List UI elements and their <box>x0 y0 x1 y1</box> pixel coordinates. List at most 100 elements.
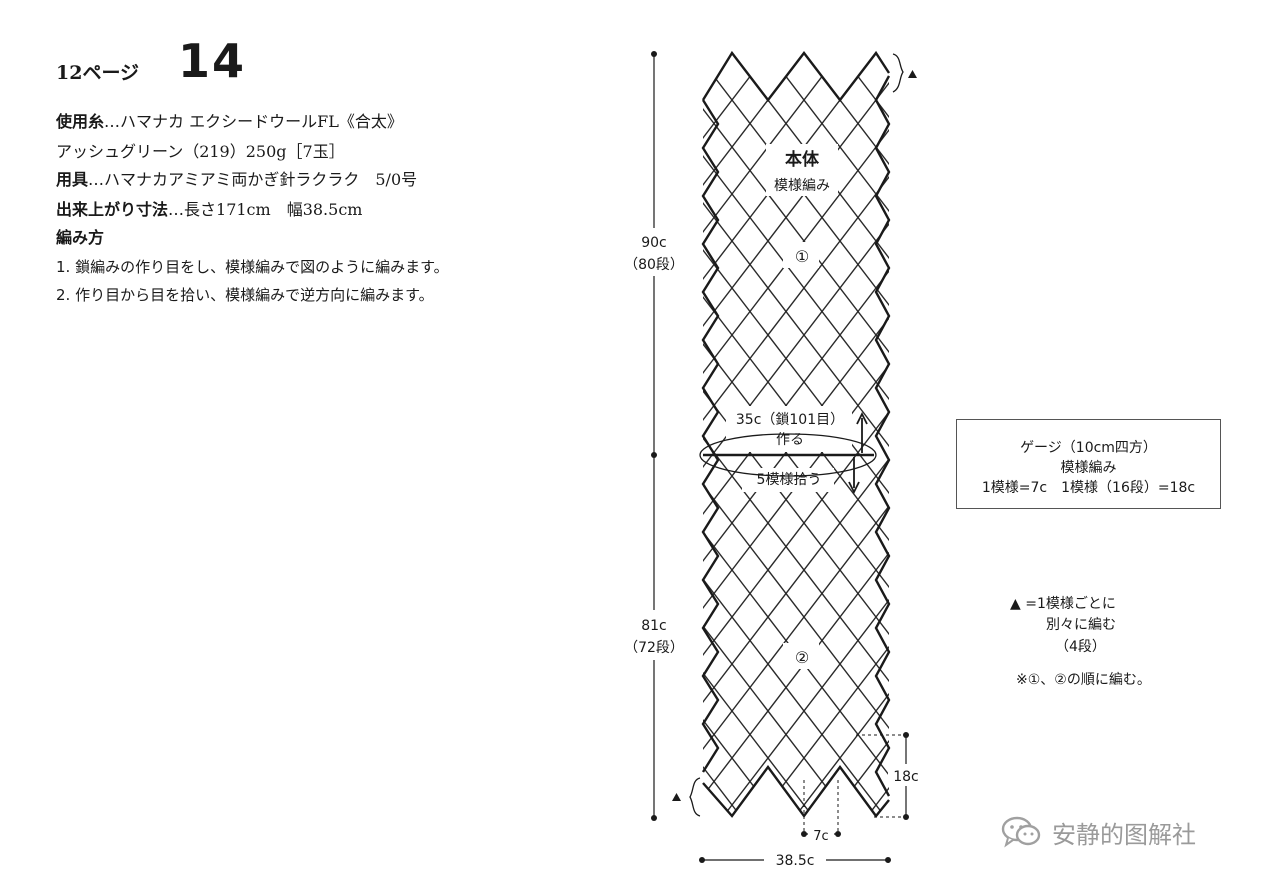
lattice-line <box>703 53 889 816</box>
dimension-dot <box>699 857 705 863</box>
watermark: 安静的图解社 <box>1000 814 1196 850</box>
dimension-dot <box>651 51 657 57</box>
triangle-note-line1: ▲ =1模様ごとに <box>1010 596 1116 612</box>
gauge-stitch: 模様編み <box>1060 460 1117 476</box>
triangle-note-line2: 別々に編む <box>1046 617 1116 633</box>
lattice-line <box>748 53 889 816</box>
lattice-line <box>0 40 58 830</box>
lattice-line <box>2 40 607 830</box>
pickup-label: 5模様拾う <box>757 472 822 488</box>
lattice-line <box>703 53 889 816</box>
foundation-chain-label: 35c（鎖101目） <box>736 412 844 428</box>
dimension-dot <box>651 815 657 821</box>
lattice-line <box>0 40 562 830</box>
lattice-line <box>0 40 454 830</box>
lower-length-label: 81c <box>641 618 667 634</box>
yarn-line: 使用糸…ハマナカ エクシードウールFL《合太》 <box>56 108 403 132</box>
up-arrow-icon <box>856 411 868 453</box>
lattice-line <box>0 40 490 830</box>
lattice-line <box>703 53 779 816</box>
lattice-line <box>703 53 860 816</box>
bottom-brace <box>689 777 701 817</box>
lattice-line <box>0 40 202 830</box>
lattice-line <box>703 53 889 816</box>
upper-rows-label: （80段） <box>624 257 684 273</box>
lattice-line <box>0 40 526 830</box>
lattice-line <box>1226 40 1280 830</box>
upper-length-label: 90c <box>641 235 667 251</box>
label-plate <box>764 850 826 870</box>
lattice-line <box>1262 40 1280 830</box>
page-reference: 12ページ <box>56 62 140 84</box>
label-plate <box>808 826 834 843</box>
size-value: …長さ171cm 幅38.5cm <box>168 200 363 219</box>
lattice-line <box>0 40 391 830</box>
lattice-line <box>0 40 238 830</box>
lattice-line <box>712 53 889 816</box>
lattice-line <box>703 53 716 816</box>
part-two-marker: ② <box>795 648 809 667</box>
lattice-line <box>0 40 535 830</box>
lattice-line <box>29 40 634 830</box>
wechat-icon <box>1001 816 1041 848</box>
lattice-line <box>703 53 743 816</box>
order-note: ※①、②の順に編む。 <box>1016 672 1151 688</box>
lattice-line <box>703 53 851 816</box>
lattice-line <box>703 53 707 816</box>
label-plate <box>618 228 690 276</box>
body-subtitle: 模様編み <box>774 178 830 194</box>
lattice-line <box>0 40 463 830</box>
lattice-line <box>0 40 382 830</box>
lattice-line <box>703 53 824 816</box>
watermark-text: 安静的图解社 <box>1052 820 1196 849</box>
dimension-dot <box>903 814 909 820</box>
yarn-value: …ハマナカ エクシードウールFL《合太》 <box>104 112 403 131</box>
lattice-line <box>65 40 670 830</box>
lattice-line <box>0 40 166 830</box>
lattice-line <box>703 53 889 816</box>
lattice-line <box>0 40 247 830</box>
part-one-marker: ① <box>795 247 809 266</box>
label-plate <box>742 468 834 492</box>
pattern-number: 14 <box>178 34 247 88</box>
lattice-line <box>0 40 283 830</box>
lattice-line <box>0 40 103 830</box>
body-outline <box>701 50 891 819</box>
triangle-note-line3: （4段） <box>1055 639 1106 655</box>
lattice-line <box>703 53 815 816</box>
lattice-line <box>0 40 355 830</box>
lattice-line <box>0 40 211 830</box>
foundation-make-label: 作る <box>776 432 804 448</box>
tools-line: 用具…ハマナカアミアミ両かぎ針ラクラク 5/0号 <box>56 166 417 190</box>
bottom-points-edge <box>702 764 890 819</box>
gauge-values: 1模様=7c 1模様（16段）=18c <box>981 480 1196 496</box>
dimension-dot <box>651 452 657 458</box>
lattice-line <box>1253 40 1280 830</box>
instruction-step: 2. 作り目から目を拾い、模様編みで逆方向に編みます。 <box>56 286 434 304</box>
label-plate <box>610 610 696 660</box>
lattice-line <box>703 53 889 816</box>
lattice-line <box>703 53 889 816</box>
lattice-line <box>703 53 889 816</box>
dimension-dot <box>903 732 909 738</box>
lattice-line <box>0 40 94 830</box>
lattice-line <box>703 53 889 816</box>
triangle-marker-icon <box>908 70 917 78</box>
size-line: 出来上がり寸法…長さ171cm 幅38.5cm <box>56 196 362 220</box>
instructions-heading: 編み方 <box>56 228 105 247</box>
dimension-dot <box>801 831 807 837</box>
dimension-dot <box>885 857 891 863</box>
lattice-line <box>703 53 889 816</box>
label-plate <box>888 764 926 786</box>
label-plate <box>726 406 852 452</box>
gauge-title: ゲージ（10cm四方） <box>1020 440 1157 456</box>
body-title: 本体 <box>785 149 820 170</box>
lattice-line <box>74 40 679 830</box>
total-width-label: 38.5c <box>776 853 815 869</box>
lattice-line <box>703 53 752 816</box>
top-brace <box>892 53 904 93</box>
lattice-line <box>0 40 139 830</box>
lattice-line <box>0 40 274 830</box>
